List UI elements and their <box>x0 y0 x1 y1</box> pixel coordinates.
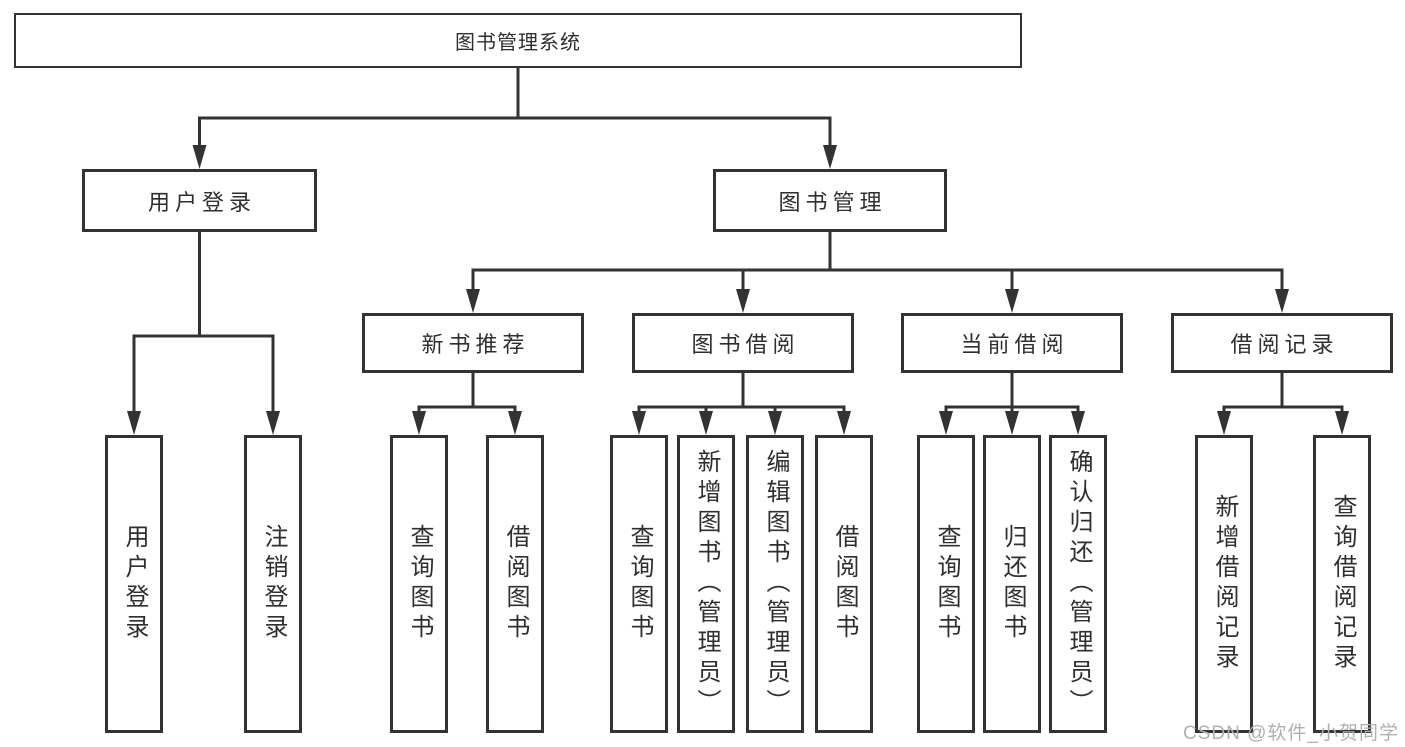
leaf-borrowing-query-book: 查询图书 <box>610 435 668 733</box>
node-borrowing-records: 借阅记录 <box>1171 313 1393 373</box>
leaf-borrow-book: 借阅图书 <box>815 435 873 733</box>
arrowheads <box>127 145 1349 435</box>
node-current-borrowing: 当前借阅 <box>901 313 1123 373</box>
leaf-add-borrow-record: 新增借阅记录 <box>1195 435 1253 733</box>
node-book-management: 图书管理 <box>713 169 947 232</box>
leaf-current-query-book: 查询图书 <box>917 435 975 733</box>
leaf-user-login: 用户登录 <box>105 435 163 733</box>
leaf-return-book: 归还图书 <box>983 435 1041 733</box>
node-book-borrowing: 图书借阅 <box>632 313 854 373</box>
node-library-management-system: 图书管理系统 <box>14 13 1022 68</box>
node-new-book-recommendation: 新书推荐 <box>362 313 584 373</box>
leaf-add-book-admin: 新增图书（管理员） <box>677 435 735 733</box>
watermark: CSDN @软件_小贺同学 <box>1183 723 1399 744</box>
leaf-logout: 注销登录 <box>244 435 302 733</box>
leaf-recommend-query-book: 查询图书 <box>390 435 448 733</box>
leaf-confirm-return-admin: 确认归还（管理员） <box>1049 435 1107 733</box>
leaf-edit-book-admin: 编辑图书（管理员） <box>746 435 804 733</box>
node-user-login: 用户登录 <box>82 169 317 232</box>
leaf-query-borrow-record: 查询借阅记录 <box>1313 435 1371 733</box>
leaf-recommend-borrow-book: 借阅图书 <box>486 435 544 733</box>
